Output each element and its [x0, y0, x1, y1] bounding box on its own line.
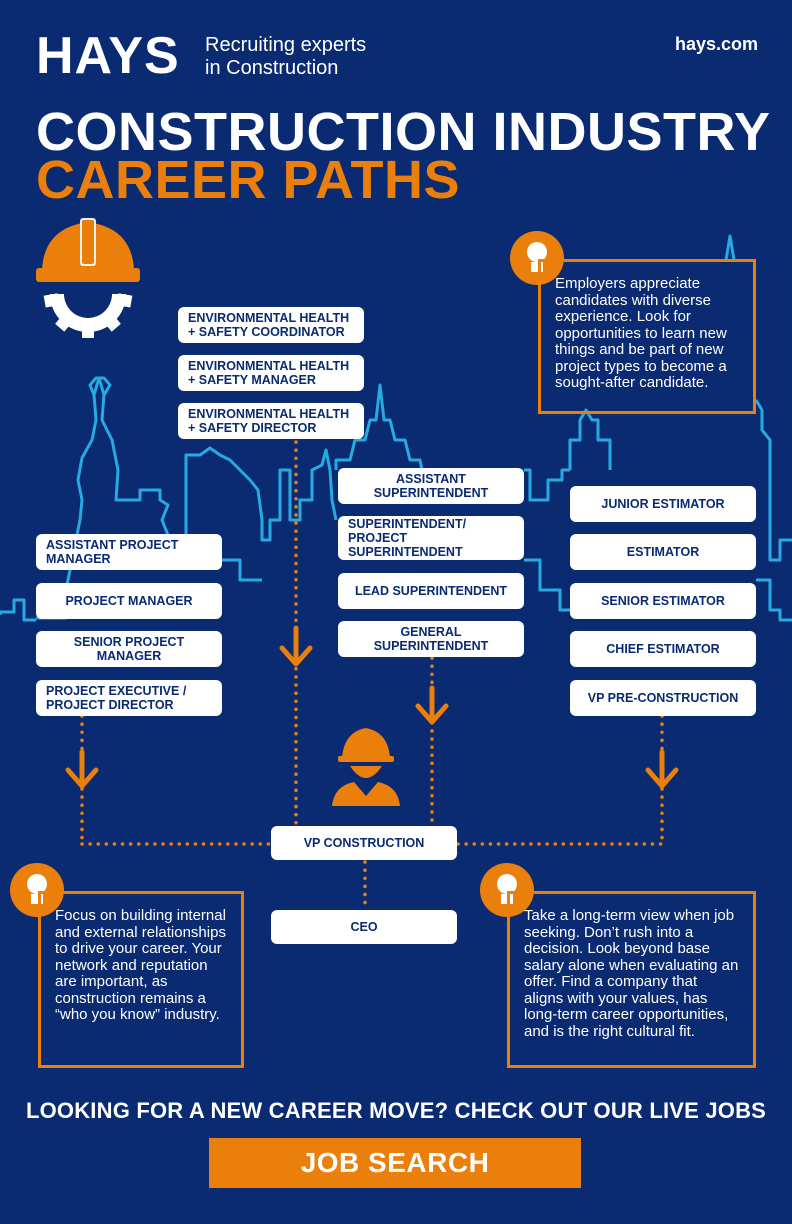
role-estimator: ESTIMATOR: [570, 534, 756, 570]
tip-build-relationships: Focus on building internal and external …: [38, 891, 244, 1068]
role-junior-estimator: JUNIOR ESTIMATOR: [570, 486, 756, 522]
cta-heading: LOOKING FOR A NEW CAREER MOVE? CHECK OUT…: [25, 1098, 767, 1123]
skyline-illustration: [0, 234, 792, 622]
role-vp-pre-construction: VP PRE-CONSTRUCTION: [570, 680, 756, 716]
role-vp-construction: VP CONSTRUCTION: [271, 826, 457, 860]
role-ceo: CEO: [271, 910, 457, 944]
role-assistant-project-manager: ASSISTANT PROJECT MANAGER: [36, 534, 222, 570]
arrow-down-icon: [65, 625, 679, 789]
role-senior-project-manager: SENIOR PROJECT MANAGER: [36, 631, 222, 667]
role-project-manager: PROJECT MANAGER: [36, 583, 222, 619]
role-senior-estimator: SENIOR ESTIMATOR: [570, 583, 756, 619]
tagline-line2: in Construction: [205, 57, 339, 79]
role-ehs-director: ENVIRONMENTAL HEALTH + SAFETY DIRECTOR: [178, 403, 364, 439]
role-lead-superintendent: LEAD SUPERINTENDENT: [338, 573, 524, 609]
role-chief-estimator: CHIEF ESTIMATOR: [570, 631, 756, 667]
tagline: Recruiting experts in Construction: [205, 34, 405, 80]
job-search-button[interactable]: JOB SEARCH: [209, 1138, 581, 1188]
role-general-superintendent: GENERAL SUPERINTENDENT: [338, 621, 524, 657]
lightbulb-icon: [10, 231, 564, 917]
tip-diverse-experience: Employers appreciate candidates with div…: [538, 259, 756, 414]
page-title-line2: CAREER PATHS: [36, 150, 461, 210]
tagline-line1: Recruiting experts: [205, 34, 367, 56]
role-ehs-coordinator: ENVIRONMENTAL HEALTH + SAFETY COORDINATO…: [178, 307, 364, 343]
role-ehs-manager: ENVIRONMENTAL HEALTH + SAFETY MANAGER: [178, 355, 364, 391]
hard-hat-gear-icon: [36, 218, 140, 338]
page-title-line1: CONSTRUCTION INDUSTRY: [36, 102, 771, 162]
role-superintendent: SUPERINTENDENT/ PROJECT SUPERINTENDENT: [338, 516, 524, 560]
tip-long-term-view: Take a long-term view when job seeking. …: [507, 891, 756, 1068]
role-assistant-superintendent: ASSISTANT SUPERINTENDENT: [338, 468, 524, 504]
worker-icon: [332, 728, 400, 806]
hays-logo[interactable]: HAYS: [36, 27, 180, 85]
role-project-executive: PROJECT EXECUTIVE / PROJECT DIRECTOR: [36, 680, 222, 716]
website-link[interactable]: hays.com: [674, 34, 758, 54]
